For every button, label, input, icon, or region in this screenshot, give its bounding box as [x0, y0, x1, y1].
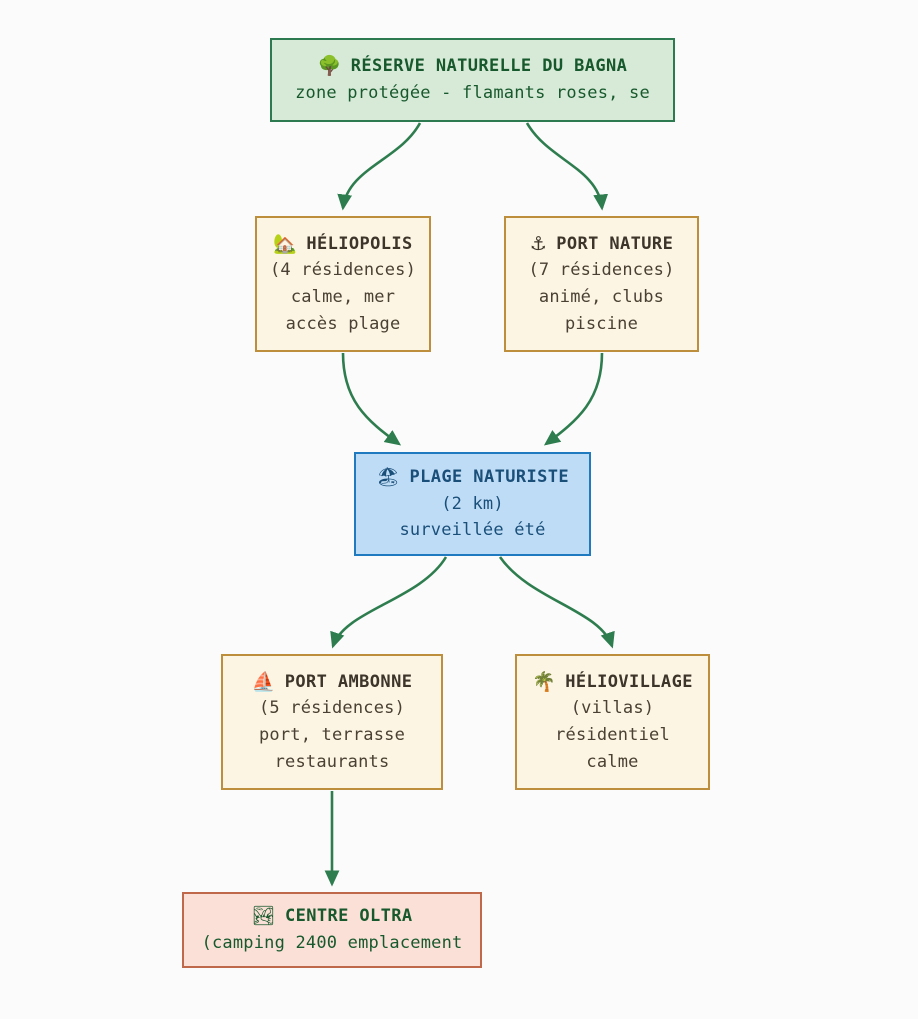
node-reserve-naturelle[interactable]: 🌳 RÉSERVE NATURELLE DU BAGNA zone protég… [270, 38, 675, 122]
edge-heliopolis-plage [341, 352, 402, 446]
node-title-text: RÉSERVE NATURELLE DU BAGNA [350, 56, 628, 77]
node-subtitle-line: port, terrasse [258, 725, 406, 745]
node-port-nature[interactable]: ⚓ PORT NATURE (7 résidences) animé, club… [504, 216, 699, 352]
node-centre-oltra[interactable]: 🏞 CENTRE OLTRA (camping 2400 emplacement [182, 892, 482, 968]
edge-reserve-heliopolis [337, 122, 422, 211]
node-title: ⚓ PORT NATURE [530, 231, 673, 258]
deciduous-tree-icon: 🌳 [317, 55, 342, 78]
house-with-garden-icon: 🏡 [273, 232, 298, 255]
node-subtitle-line: (5 résidences) [258, 698, 406, 719]
edge-reserve-portnature [525, 122, 609, 211]
national-park-icon: 🏞 [251, 905, 276, 928]
node-subtitle-line: surveillée été [399, 520, 546, 541]
node-subtitle-line: (villas) [570, 698, 655, 719]
node-subtitle-line: résidentiel [555, 725, 670, 745]
node-title: 🏖 PLAGE NATURISTE [376, 464, 569, 491]
node-title: 🌳 RÉSERVE NATURELLE DU BAGNA [318, 53, 628, 80]
node-subtitle-line: (7 résidences) [528, 260, 675, 281]
node-title-text: PORT AMBONNE [284, 671, 413, 692]
beach-with-umbrella-icon: 🏖 [375, 465, 401, 488]
node-title: 🌴 HÉLIOVILLAGE [532, 669, 693, 696]
node-title-text: PORT NATURE [556, 233, 674, 254]
node-subtitle-line: animé, clubs [538, 287, 665, 307]
anchor-icon: ⚓ [529, 232, 548, 255]
node-subtitle-line: restaurants [274, 751, 390, 772]
node-plage-naturiste[interactable]: 🏖 PLAGE NATURISTE (2 km) surveillée été [354, 452, 591, 556]
node-title: 🏡 HÉLIOPOLIS [273, 231, 412, 258]
node-title-text: CENTRE OLTRA [284, 906, 413, 927]
node-heliovillage[interactable]: 🌴 HÉLIOVILLAGE (villas) résidentiel calm… [515, 654, 710, 790]
node-subtitle-line: calme, mer [290, 287, 396, 307]
node-title: 🏞 CENTRE OLTRA [251, 903, 412, 930]
node-subtitle-line: (2 km) [441, 493, 504, 514]
node-port-ambonne[interactable]: ⛵ PORT AMBONNE (5 résidences) port, terr… [221, 654, 443, 790]
node-subtitle-line: (4 résidences) [269, 260, 417, 281]
node-subtitle-line: zone protégée - flamants roses, se [295, 83, 650, 103]
node-subtitle-line: calme [586, 751, 639, 772]
node-heliopolis[interactable]: 🏡 HÉLIOPOLIS (4 résidences) calme, mer a… [255, 216, 431, 352]
edge-plage-ambonne [330, 556, 448, 649]
node-subtitle-line: accès plage [285, 313, 401, 334]
node-title: ⛵ PORT AMBONNE [252, 669, 413, 696]
node-subtitle-line: piscine [564, 313, 639, 334]
edge-portnature-plage [543, 352, 604, 446]
node-title-text: HÉLIOPOLIS [306, 233, 413, 254]
node-subtitle-line: (camping 2400 emplacement [201, 933, 463, 953]
palm-tree-icon: 🌴 [532, 670, 557, 693]
sailboat-icon: ⛵ [251, 670, 276, 693]
edge-plage-heliovillage [498, 556, 615, 649]
node-title-text: HÉLIOVILLAGE [565, 671, 693, 692]
node-title-text: PLAGE NATURISTE [409, 467, 570, 488]
